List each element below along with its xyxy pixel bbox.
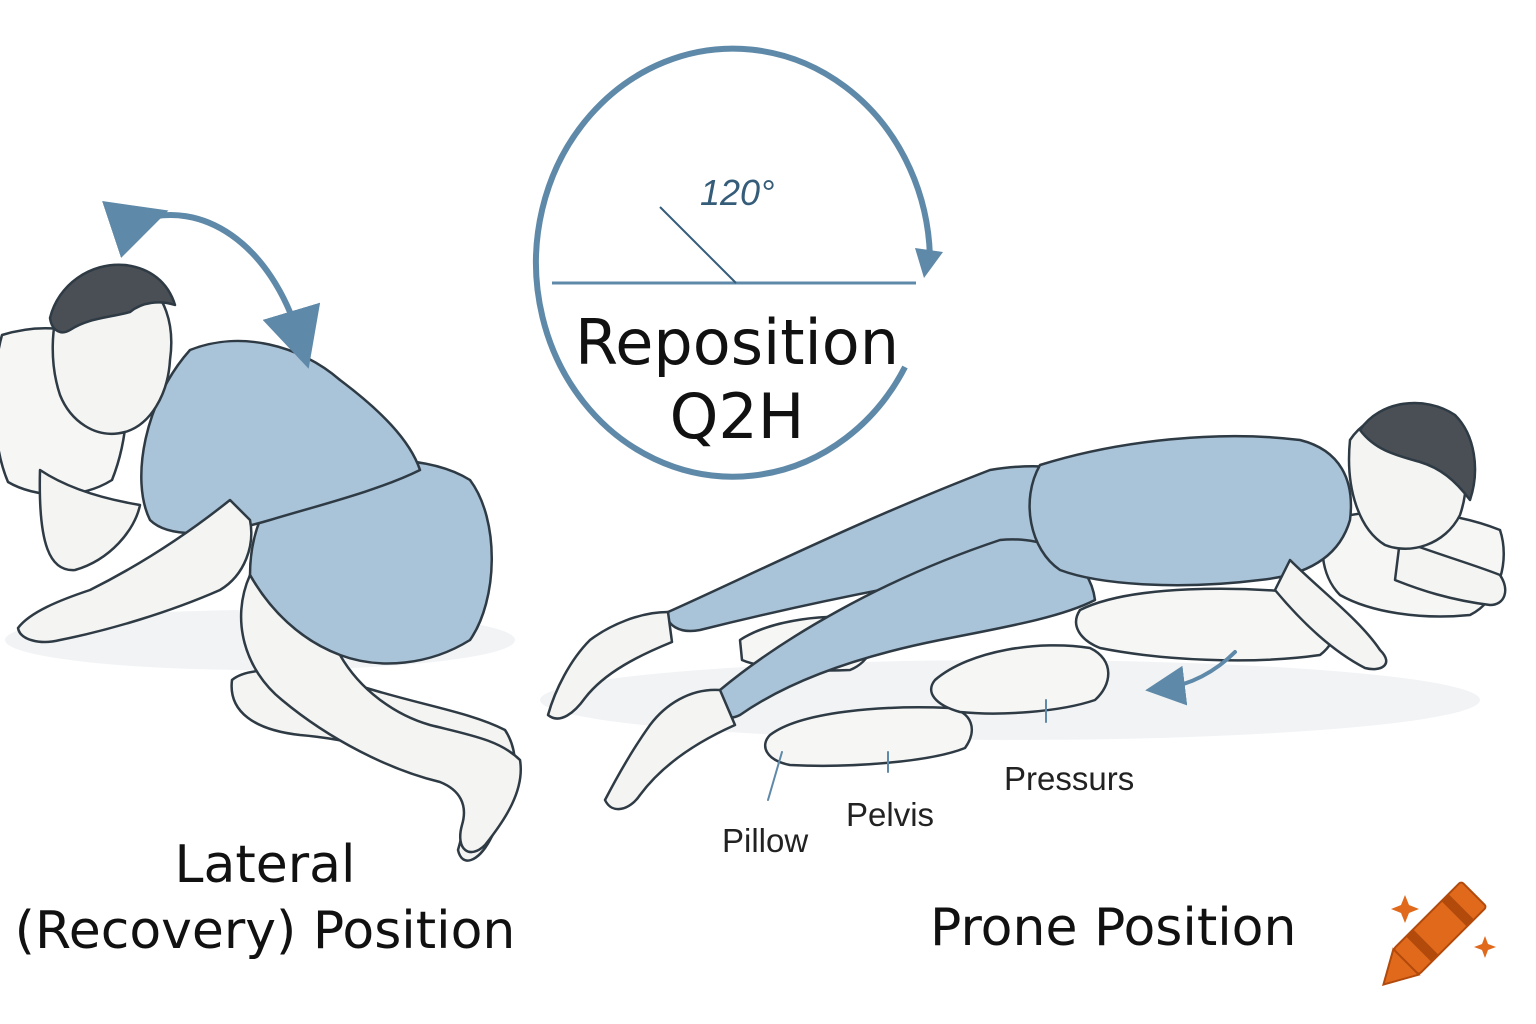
prone-position-figure bbox=[540, 401, 1507, 811]
shirt bbox=[1028, 434, 1353, 587]
lateral-title-line2: (Recovery) Position bbox=[14, 901, 516, 961]
pillow-label: Pillow bbox=[722, 822, 809, 859]
reposition-clock-icon bbox=[533, 45, 943, 480]
crayon-icon bbox=[1381, 881, 1496, 987]
pillow-leader bbox=[767, 751, 783, 801]
angle-label: 120° bbox=[700, 172, 775, 213]
pressure-label: Pressurs bbox=[1004, 760, 1135, 797]
prone-position-title: Prone Position bbox=[930, 898, 1297, 958]
lateral-position-figure bbox=[0, 200, 523, 862]
reposition-title-line2: Q2H bbox=[669, 380, 805, 453]
shorts bbox=[248, 458, 493, 665]
curved-arrow-icon bbox=[102, 200, 321, 369]
sparkle-icon bbox=[1474, 936, 1496, 958]
curved-arrow-icon bbox=[1145, 650, 1237, 706]
shirt bbox=[140, 339, 422, 535]
pelvis-label: Pelvis bbox=[846, 796, 935, 833]
reposition-title-line1: Reposition bbox=[574, 306, 900, 379]
sparkle-icon bbox=[1391, 895, 1419, 923]
lateral-title-line1: Lateral bbox=[174, 835, 356, 895]
reposition-title: Reposition Q2H bbox=[560, 306, 914, 454]
circular-arrow-icon bbox=[915, 248, 943, 278]
angle-ray bbox=[659, 206, 737, 284]
lateral-position-title: Lateral (Recovery) Position bbox=[0, 832, 530, 964]
